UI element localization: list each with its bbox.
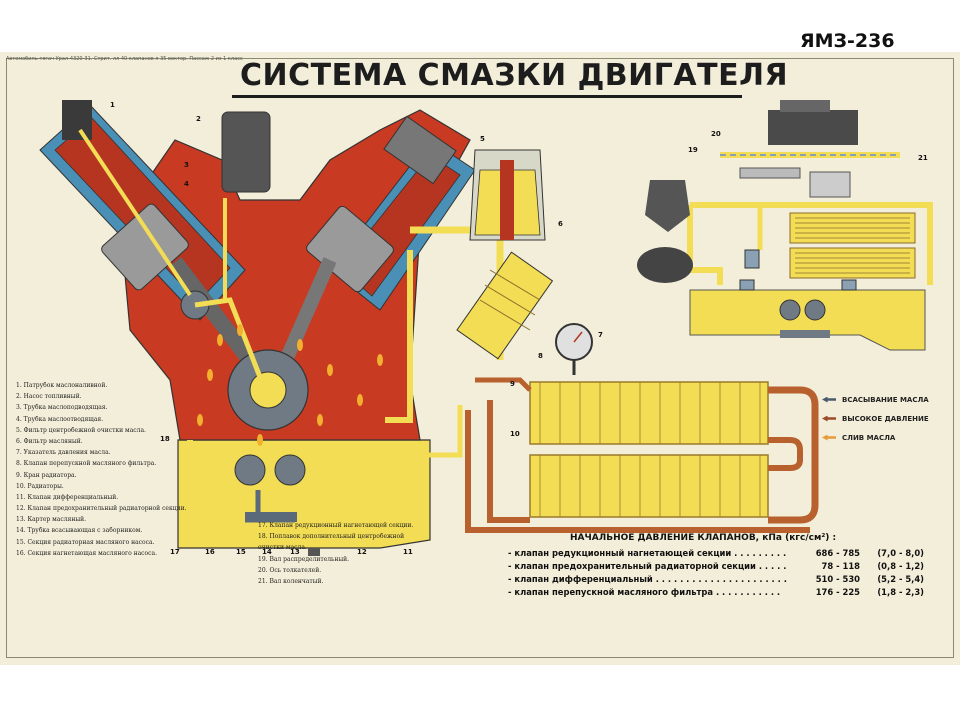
- poster-title: СИСТЕМА СМАЗКИ ДВИГАТЕЛЯ: [240, 58, 789, 93]
- flow-key-label: ВЫСОКОЕ ДАВЛЕНИЕ: [842, 414, 929, 423]
- callout-15: 15: [236, 548, 246, 556]
- valve-pressure-row: - клапан редукционный нагнетающей секции…: [508, 548, 924, 558]
- legend-item: очистки масла.: [258, 544, 307, 552]
- legend-item: 8. Клапан перепускной масляного фильтра.: [16, 460, 157, 468]
- legend-item: 7. Указатель давления масла.: [16, 449, 111, 457]
- pressure-gauge: [555, 323, 593, 375]
- oil-filter: [456, 251, 554, 360]
- callout-11: 11: [403, 548, 413, 556]
- oil-radiator: [465, 377, 819, 533]
- callout-12: 12: [357, 548, 367, 556]
- legend-item: 10. Радиаторы.: [16, 482, 64, 490]
- callout-2: 2: [196, 115, 201, 123]
- legend-item: 15. Секция радиаторная масляного насоса.: [16, 538, 155, 546]
- callout-19: 19: [688, 146, 698, 154]
- legend-item: 21. Вал коленчатый.: [258, 577, 324, 585]
- callout-18: 18: [160, 435, 170, 443]
- arrow-icon: [822, 396, 836, 403]
- legend-item: 2. Насос топливный.: [16, 393, 82, 401]
- legend-item: 1. Патрубок маслоналивной.: [16, 382, 108, 389]
- centrifugal-filter: [469, 149, 546, 241]
- legend-item: 4. Трубка маслоотводящая.: [16, 415, 104, 423]
- flow-key-drain: СЛИВ МАСЛА: [822, 428, 929, 447]
- arrow-icon: [822, 434, 836, 441]
- legend-item: 14. Трубка всасывающая с заборником.: [16, 527, 143, 535]
- legend-item: 16. Секция нагнетающая масляного насоса.: [16, 549, 157, 557]
- lubrication-schematic: [637, 100, 933, 351]
- callout-7: 7: [598, 331, 603, 339]
- callout-20: 20: [711, 130, 721, 138]
- flow-key-high-pressure: ВЫСОКОЕ ДАВЛЕНИЕ: [822, 409, 929, 428]
- legend-item: 12. Клапан предохранительный радиаторной…: [16, 505, 187, 513]
- callout-14: 14: [262, 548, 272, 556]
- valve-pressure-row: - клапан дифференциальный . . . . . . . …: [508, 574, 924, 584]
- valve-pressure-row: - клапан перепускной масляного фильтра .…: [508, 587, 924, 597]
- callout-13: 13: [290, 548, 300, 556]
- callout-labels: 1 2 3 4 5 6 7 8 9 10 11 12 13 14 15 16 1…: [110, 101, 928, 556]
- parts-legend-left: 1. Патрубок маслоналивной. 2. Насос топл…: [16, 382, 246, 561]
- legend-item: 18. Поплавок дополнительный центробежной: [258, 533, 405, 541]
- callout-10: 10: [510, 430, 520, 438]
- legend-item: 17. Клапан редукционный нагнетающей секц…: [258, 522, 414, 529]
- legend-item: 9. Кран радиатора.: [16, 471, 77, 479]
- callout-21: 21: [918, 154, 928, 162]
- slide-title: ЯМЗ-236: [800, 30, 895, 52]
- legend-item: 20. Ось толкателей.: [258, 566, 322, 574]
- parts-legend-right: 17. Клапан редукционный нагнетающей секц…: [258, 522, 458, 589]
- valve-pressure-heading: НАЧАЛЬНОЕ ДАВЛЕНИЕ КЛАПАНОВ, кПа (кгс/см…: [570, 533, 837, 543]
- flow-key: ВСАСЫВАНИЕ МАСЛА ВЫСОКОЕ ДАВЛЕНИЕ СЛИВ М…: [822, 390, 929, 447]
- callout-4: 4: [184, 180, 189, 188]
- legend-item: 19. Вал распределительный.: [258, 555, 350, 563]
- arrow-icon: [822, 415, 836, 422]
- callout-3: 3: [184, 161, 189, 169]
- flow-key-suction: ВСАСЫВАНИЕ МАСЛА: [822, 390, 929, 409]
- callout-9: 9: [510, 380, 515, 388]
- callout-1: 1: [110, 101, 115, 109]
- legend-item: 11. Клапан дифференциальный.: [16, 493, 119, 501]
- callout-6: 6: [558, 220, 563, 228]
- legend-item: 6. Фильтр масляный.: [16, 437, 83, 445]
- legend-item: 5. Фильтр центробежной очистки масла.: [16, 426, 146, 434]
- flow-key-label: СЛИВ МАСЛА: [842, 433, 896, 442]
- legend-item: 3. Трубка маслоподводящая.: [16, 404, 108, 412]
- callout-8: 8: [538, 352, 543, 360]
- callout-16: 16: [205, 548, 215, 556]
- callout-17: 17: [170, 548, 180, 556]
- legend-item: 13. Картер масляный.: [16, 516, 87, 524]
- poster-frame: [6, 58, 954, 658]
- valve-pressure-table: НАЧАЛЬНОЕ ДАВЛЕНИЕ КЛАПАНОВ, кПа (кгс/см…: [508, 533, 928, 600]
- flow-key-label: ВСАСЫВАНИЕ МАСЛА: [842, 395, 929, 404]
- callout-5: 5: [480, 135, 485, 143]
- engine-cross-section: [39, 100, 504, 556]
- poster-top-note: Автомобиль-тягач Урал-4320-31. Стрит. лл…: [6, 56, 243, 62]
- valve-pressure-row: - клапан предохранительный радиаторной с…: [508, 561, 924, 571]
